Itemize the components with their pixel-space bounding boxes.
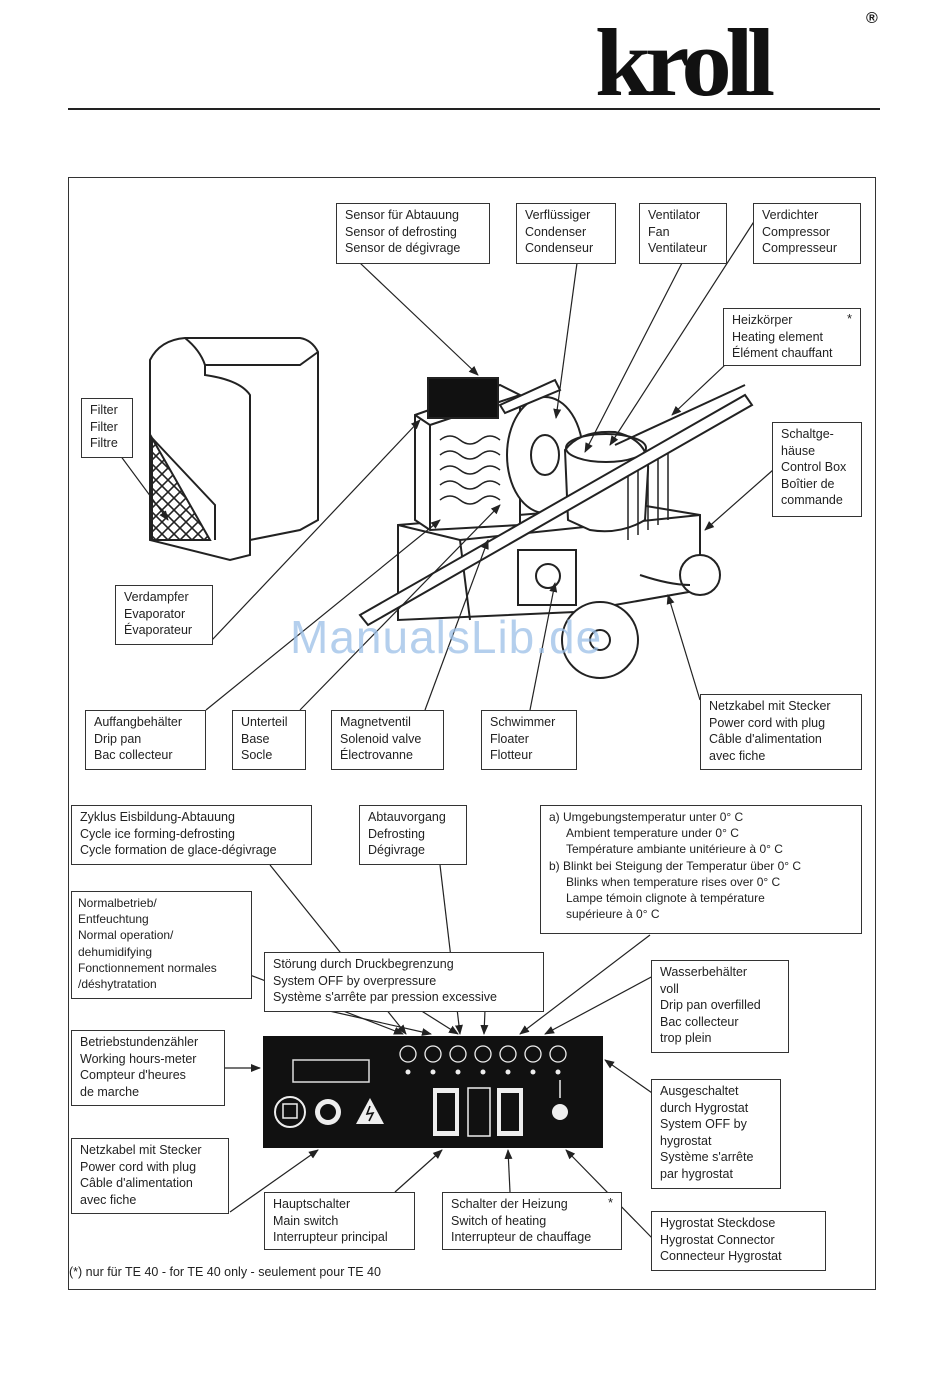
control-panel-drawing: [263, 1036, 603, 1148]
label-ambient-temperature: a) Umgebungstemperatur unter 0° C Ambien…: [540, 805, 862, 934]
header-rule: [68, 108, 880, 110]
dehumidifier-unit-drawing: [358, 377, 754, 679]
filter-housing-drawing: [149, 337, 319, 562]
hours-counter-display: [297, 1062, 367, 1080]
leader-lines-upper: [119, 219, 774, 711]
registered-mark: ®: [866, 10, 878, 27]
kroll-logo: kroll: [595, 9, 775, 116]
watermark: ManualsLib.de: [290, 611, 603, 663]
asterisk-heating-switch: *: [607, 1195, 613, 1210]
footnote: (*) nur für TE 40 - for TE 40 only - seu…: [69, 1265, 381, 1279]
asterisk-heating: *: [846, 311, 852, 326]
diagram-frame: [68, 177, 876, 1290]
